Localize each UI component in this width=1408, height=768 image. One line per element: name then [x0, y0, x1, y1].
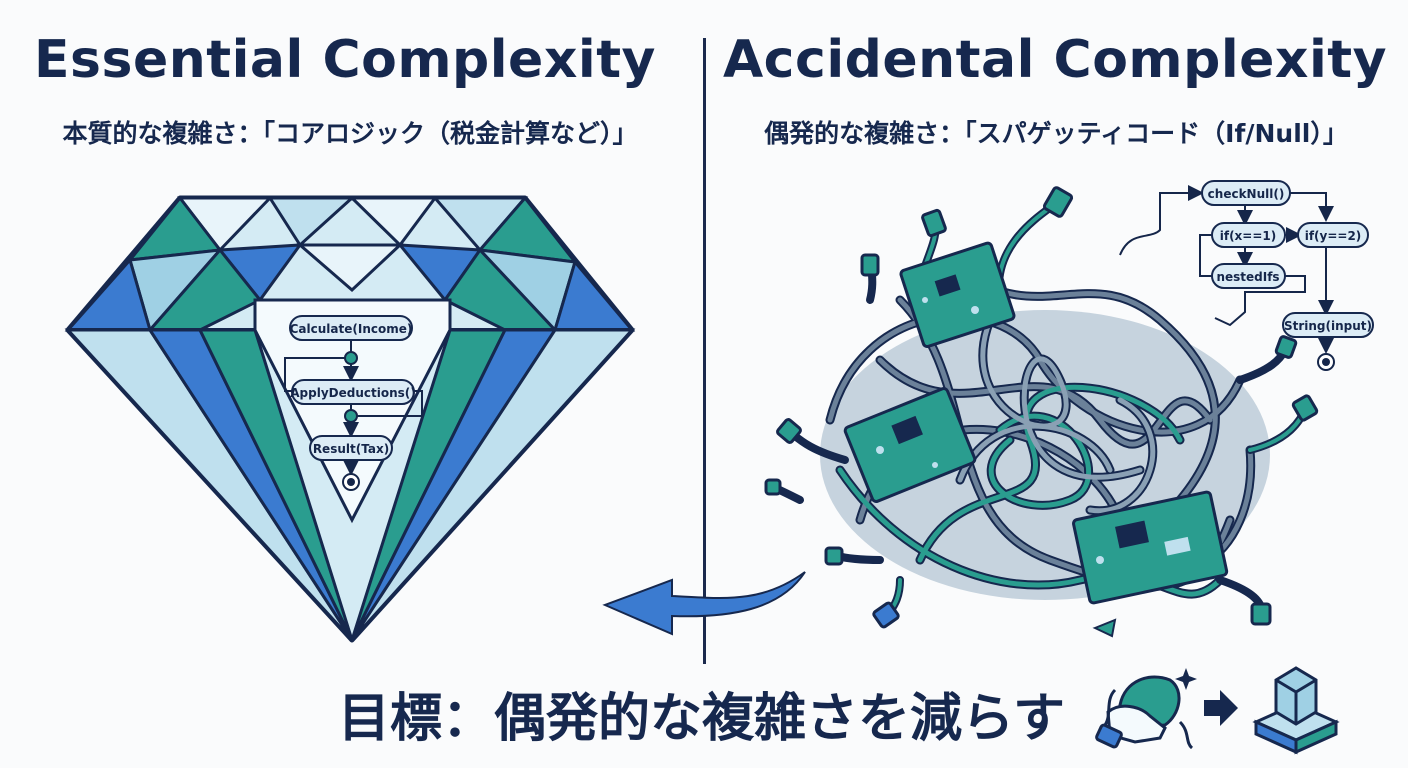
flow-node-result-label: Result(Tax) — [313, 442, 389, 456]
essential-complexity-subtitle: 本質的な複雑さ：「コアロジック（税金計算など）」 — [62, 119, 638, 148]
accidental-flowchart-nodes: checkNull() if(x==1) if(y==2) nestedIfs … — [1201, 180, 1374, 371]
flow-node-calculate-label: Calculate(Income) — [290, 322, 413, 336]
cable-tangle-icon — [764, 186, 1319, 638]
hand-cleaning-icon — [1095, 668, 1197, 750]
flow-node-checknull-label: checkNull() — [1208, 187, 1285, 201]
essential-flowchart: Calculate(Income) ApplyDeductions() Resu… — [284, 315, 423, 491]
accidental-complexity-subtitle: 偶発的な複雑さ：「スパゲッティコード（If/Null）」 — [764, 119, 1348, 148]
essential-complexity-title: Essential Complexity — [34, 30, 656, 90]
goal-text: 目標：偶発的な複雑さを減らす — [338, 689, 1065, 749]
flow-node-ifx — [1211, 222, 1286, 248]
flow-node-ifx-label: if(x==1) — [1220, 229, 1277, 243]
accidental-complexity-title: Accidental Complexity — [722, 30, 1388, 90]
flow-node-nestedifs — [1211, 263, 1286, 289]
flow-node-string — [1282, 312, 1374, 338]
circuit-board — [843, 387, 977, 503]
flow-node-nestedifs-label: nestedIfs — [1216, 270, 1279, 284]
arrow-right-icon — [1204, 690, 1238, 726]
center-divider — [703, 38, 706, 664]
flow-node-ify-label: if(y==2) — [1305, 229, 1362, 243]
flow-node-checknull — [1201, 180, 1291, 206]
cube-icon — [1252, 666, 1340, 755]
flow-node-apply-label: ApplyDeductions() — [290, 386, 416, 400]
circuit-board — [899, 241, 1016, 349]
circuit-board — [1072, 490, 1229, 605]
accidental-flowchart — [1119, 185, 1334, 354]
arrow-left-icon — [602, 571, 806, 636]
flow-node-string-label: String(input) — [1284, 319, 1372, 333]
flow-node-ify — [1297, 222, 1369, 248]
